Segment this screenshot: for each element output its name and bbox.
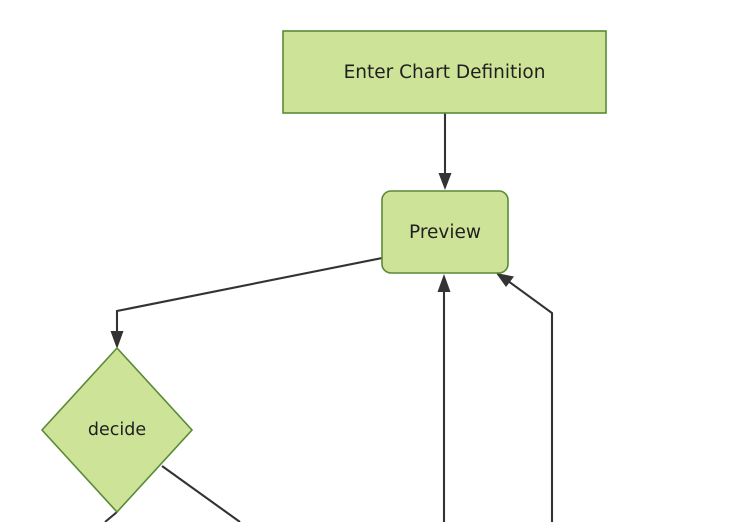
edge-decide-bottom-out: [104, 511, 118, 522]
arrow-head-icon: [437, 274, 451, 292]
node-label-preview: Preview: [409, 222, 481, 243]
node-label-decide: decide: [88, 420, 146, 440]
node-shape-rectangle: [282, 30, 607, 114]
node-decide[interactable]: decide: [40, 346, 194, 514]
arrow-head-icon: [438, 173, 452, 190]
node-shape-diamond: [40, 346, 194, 514]
edge-return-right-to-preview: [496, 273, 554, 522]
node-enter-chart-definition[interactable]: Enter Chart Definition: [282, 30, 607, 114]
edge-return-left-to-preview: [437, 274, 451, 522]
edge-line: [161, 465, 241, 522]
node-preview[interactable]: Preview: [381, 190, 509, 274]
edge-preview-to-decide: [110, 256, 383, 349]
arrow-head-icon: [496, 273, 514, 287]
arrow-head-icon: [110, 331, 124, 349]
node-label-enter-chart-definition: Enter Chart Definition: [344, 62, 546, 83]
edge-line: [104, 511, 118, 522]
edge-line: [507, 280, 554, 522]
edge-enter-to-preview: [438, 113, 452, 190]
edge-decide-right-out: [161, 465, 241, 522]
node-shape-rounded-rectangle: [381, 190, 509, 274]
edge-line: [115, 256, 383, 334]
